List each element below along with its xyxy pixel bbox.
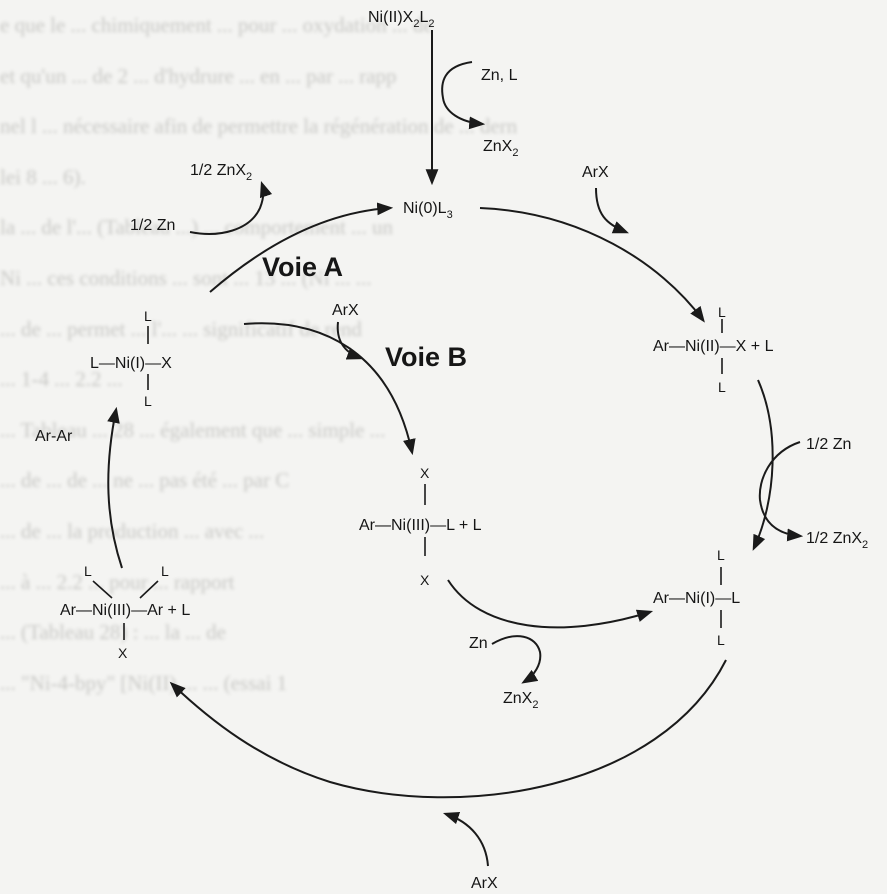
reagent-arx-top-right: ArX	[582, 164, 609, 181]
background-text-line: ... à ... 2.2 ... pour ... rapport	[0, 569, 235, 594]
label-voie-a: Voie A	[262, 252, 343, 282]
background-text-line: et qu'un ... de 2 ... d'hydrure ... en .…	[0, 63, 397, 88]
reagent-arx-bottom: ArX	[471, 875, 498, 892]
svg-text:L: L	[718, 379, 726, 395]
svg-text:L: L	[161, 563, 169, 579]
arrow-zn-l-side	[441, 61, 486, 130]
arrow-oxidative-addition	[479, 207, 705, 323]
label-voie-b: Voie B	[385, 342, 467, 372]
arrow-bottom-arc-to-ni3-left	[169, 659, 727, 799]
arrow-reductive-elimination	[107, 406, 123, 569]
svg-text:Ar—Ni(II)—X + L: Ar—Ni(II)—X + L	[653, 338, 774, 355]
svg-text:L: L	[717, 547, 725, 563]
species-ar-ni1-l: L Ar—Ni(I)—L L	[653, 547, 740, 648]
svg-text:X: X	[118, 645, 128, 661]
species-ni2x2l2: Ni(II)X2L2	[368, 9, 434, 30]
reagent-half-znx2-right: 1/2 ZnX2	[806, 530, 868, 551]
svg-text:L: L	[718, 304, 726, 320]
svg-text:Ar—Ni(I)—L: Ar—Ni(I)—L	[653, 590, 740, 607]
background-text-line: ... de ... de ... ne ... pas été ... par…	[0, 468, 290, 493]
svg-text:L: L	[144, 308, 152, 324]
reagent-zn-bottom: Zn	[469, 635, 488, 652]
arrow-voie-a-to-ni0	[209, 202, 394, 293]
species-l-ni1-x: L L—Ni(I)—X L	[90, 308, 172, 409]
reagent-zn-l: Zn, L	[481, 67, 518, 84]
svg-text:X: X	[420, 465, 430, 481]
reagent-half-zn-left: 1/2 Zn	[130, 217, 175, 234]
background-text-line: nel l ... nécessaire afin de permettre l…	[0, 114, 518, 139]
background-text-line: ... 1-4 ... 2.2 ...	[0, 367, 123, 392]
arrow-half-zn-exchange	[189, 180, 273, 235]
arrow-half-zn-right-exchange	[758, 441, 804, 542]
svg-text:L: L	[84, 563, 92, 579]
svg-text:Ar—Ni(III)—L + L: Ar—Ni(III)—L + L	[359, 517, 482, 534]
arrow-arx-bottom-in	[442, 811, 489, 867]
arrow-voie-b-oxidative-addition	[243, 322, 416, 456]
arrow-zn-bottom-exchange	[491, 635, 542, 684]
reagent-arx-voie-b: ArX	[332, 302, 359, 319]
background-text-line: ... "Ni-4-bpy" [Ni(II) ... ... (essai 1	[0, 670, 288, 695]
background-text-line: ... Tableau ... 28 ... également que ...…	[0, 417, 386, 442]
species-ar-ni3-ar: L L Ar—Ni(III)—Ar + L X	[60, 563, 190, 661]
svg-text:X: X	[420, 572, 430, 588]
product-ar-ar: Ar-Ar	[35, 428, 73, 445]
species-ni0l3: Ni(0)L3	[403, 200, 453, 221]
arrow-ni3-reduction	[447, 579, 654, 629]
svg-text:L: L	[144, 393, 152, 409]
arrow-arx-top-right-in	[595, 187, 629, 234]
reagent-half-zn-right: 1/2 Zn	[806, 436, 851, 453]
species-ar-ni2-x: L Ar—Ni(II)—X + L L	[653, 304, 774, 395]
svg-text:Ar—Ni(III)—Ar + L: Ar—Ni(III)—Ar + L	[60, 602, 190, 619]
background-text-line: ... (Tableau 28) : ... la ... de	[0, 620, 226, 645]
reagent-znx2-bottom: ZnX2	[503, 690, 538, 711]
background-text-line: ... de ... la production ... avec ...	[0, 518, 265, 543]
svg-text:L: L	[717, 632, 725, 648]
arrow-reduction-to-ni1	[752, 379, 774, 551]
reagent-half-znx2-top-left: 1/2 ZnX2	[190, 162, 252, 183]
reagent-znx2-top: ZnX2	[483, 138, 518, 159]
background-text-line: la ... de l'... (Tableau ...) ... compor…	[0, 215, 394, 240]
svg-text:L—Ni(I)—X: L—Ni(I)—X	[90, 355, 172, 372]
background-text-line: lei 8 ... 6).	[0, 164, 86, 189]
background-text-line: Ni ... ces conditions ... sont ... 13 ..…	[0, 265, 372, 290]
background-text-line: e que le ... chimiquement ... pour ... o…	[0, 13, 433, 37]
species-ar-ni3-center: X Ar—Ni(III)—L + L X	[359, 465, 482, 588]
